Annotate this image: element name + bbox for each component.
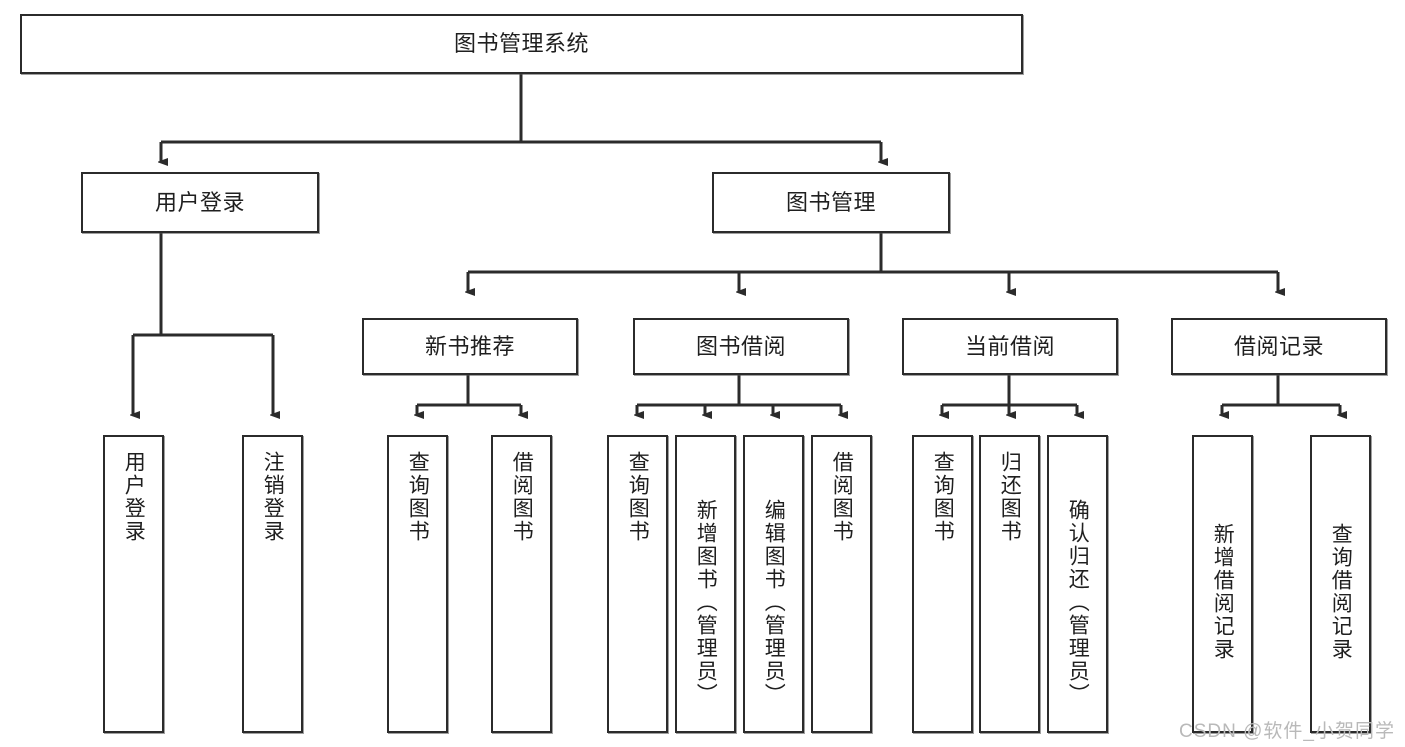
node-user-login-label: 用户登录 [154,189,245,215]
leaf-label: 新增图书（管理员） [694,499,718,706]
node-user-login[interactable]: 用户登录 [81,172,319,233]
node-book-borrow[interactable]: 图书借阅 [633,318,849,375]
leaf-book-borrow-add[interactable]: 新增图书（管理员） [675,435,736,733]
node-root[interactable]: 图书管理系统 [20,14,1023,74]
node-book-management[interactable]: 图书管理 [712,172,950,233]
node-borrow-record[interactable]: 借阅记录 [1171,318,1387,375]
node-current-borrow-label: 当前借阅 [964,333,1055,359]
node-book-borrow-label: 图书借阅 [695,333,786,359]
leaf-label: 借阅图书 [510,451,534,543]
leaf-label: 查询图书 [626,451,650,543]
leaf-user-login-signin[interactable]: 用户登录 [103,435,164,733]
leaf-label: 归还图书 [998,451,1022,543]
leaf-new-book-query[interactable]: 查询图书 [387,435,448,733]
leaf-label: 借阅图书 [830,451,854,543]
leaf-borrow-record-query[interactable]: 查询借阅记录 [1310,435,1371,733]
leaf-current-borrow-confirm[interactable]: 确认归还（管理员） [1047,435,1108,733]
node-new-book-recommend[interactable]: 新书推荐 [362,318,578,375]
leaf-label: 查询图书 [406,451,430,543]
leaf-book-borrow-query[interactable]: 查询图书 [607,435,668,733]
node-new-book-recommend-label: 新书推荐 [424,333,515,359]
leaf-new-book-borrow[interactable]: 借阅图书 [491,435,552,733]
leaf-label: 用户登录 [122,451,146,543]
leaf-current-borrow-query[interactable]: 查询图书 [912,435,973,733]
leaf-borrow-record-add[interactable]: 新增借阅记录 [1192,435,1253,733]
leaf-label: 新增借阅记录 [1211,523,1235,661]
leaf-label: 编辑图书（管理员） [762,499,786,706]
node-root-label: 图书管理系统 [453,31,589,57]
leaf-book-borrow-edit[interactable]: 编辑图书（管理员） [743,435,804,733]
node-borrow-record-label: 借阅记录 [1233,333,1324,359]
leaf-book-borrow-borrow[interactable]: 借阅图书 [811,435,872,733]
leaf-label: 注销登录 [261,451,285,543]
node-book-management-label: 图书管理 [785,189,876,215]
leaf-label: 查询借阅记录 [1329,523,1353,661]
csdn-watermark: CSDN @软件_小贺同学 [1179,721,1395,742]
leaf-label: 确认归还（管理员） [1066,499,1090,706]
leaf-user-login-signout[interactable]: 注销登录 [242,435,303,733]
node-current-borrow[interactable]: 当前借阅 [902,318,1118,375]
leaf-current-borrow-return[interactable]: 归还图书 [979,435,1040,733]
leaf-label: 查询图书 [931,451,955,543]
